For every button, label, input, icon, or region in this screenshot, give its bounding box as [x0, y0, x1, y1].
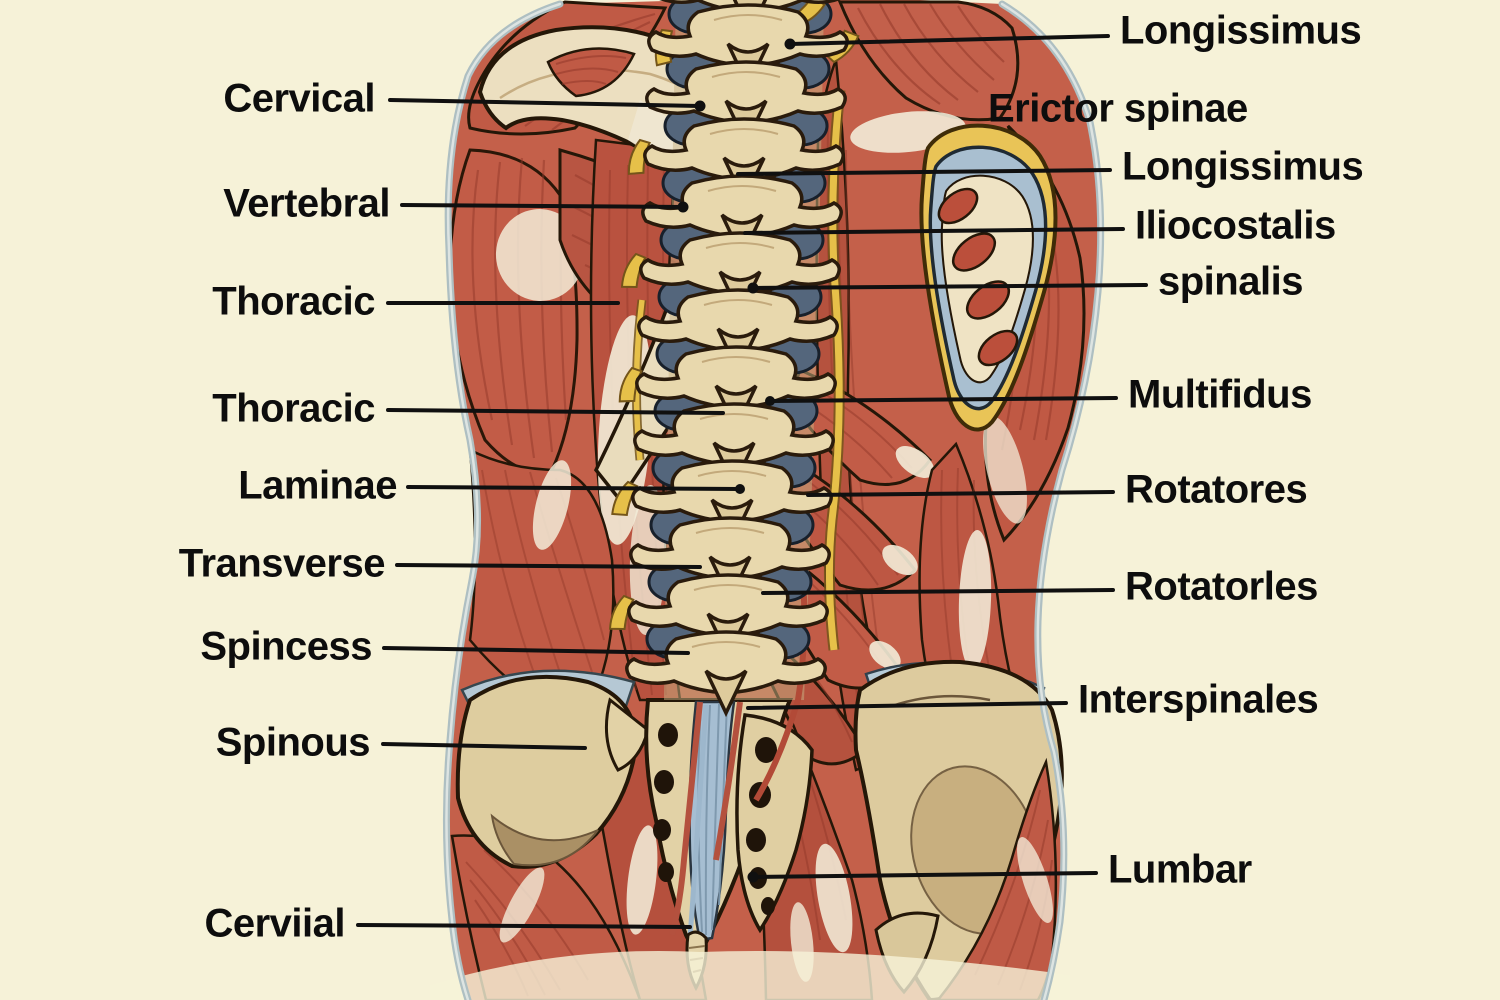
label-cervical: Cervical [223, 76, 375, 121]
label-lumbar: Lumbar [1108, 847, 1252, 892]
label-iliocostalis: Iliocostalis [1135, 203, 1336, 248]
label-thoracic-2: Thoracic [212, 386, 375, 431]
label-transverse: Transverse [178, 541, 386, 586]
label-rotatorles: Rotatorles [1125, 564, 1318, 609]
label-longissimus-1: Longissimus [1120, 8, 1362, 53]
label-longissimus-2: Longissimus [1122, 144, 1364, 189]
label-spinous: Spinous [215, 720, 371, 765]
sacrum [604, 697, 814, 992]
label-spincess: Spincess [200, 624, 372, 669]
pelvis-sacrum [450, 659, 1064, 1000]
label-multifidus: Multifidus [1128, 372, 1312, 417]
left-hip-bone [455, 669, 639, 869]
label-interspinales: Interspinales [1078, 677, 1319, 722]
label-vertebral: Vertebral [223, 181, 390, 226]
label-rotatores: Rotatores [1125, 467, 1308, 512]
label-laminae: Laminae [238, 463, 397, 508]
label-thoracic-1: Thoracic [212, 279, 375, 324]
label-cerviial: Cerviial [204, 901, 345, 946]
label-erictor-spinae: Erictor spinae [988, 86, 1248, 131]
label-spinalis: spinalis [1158, 259, 1303, 304]
